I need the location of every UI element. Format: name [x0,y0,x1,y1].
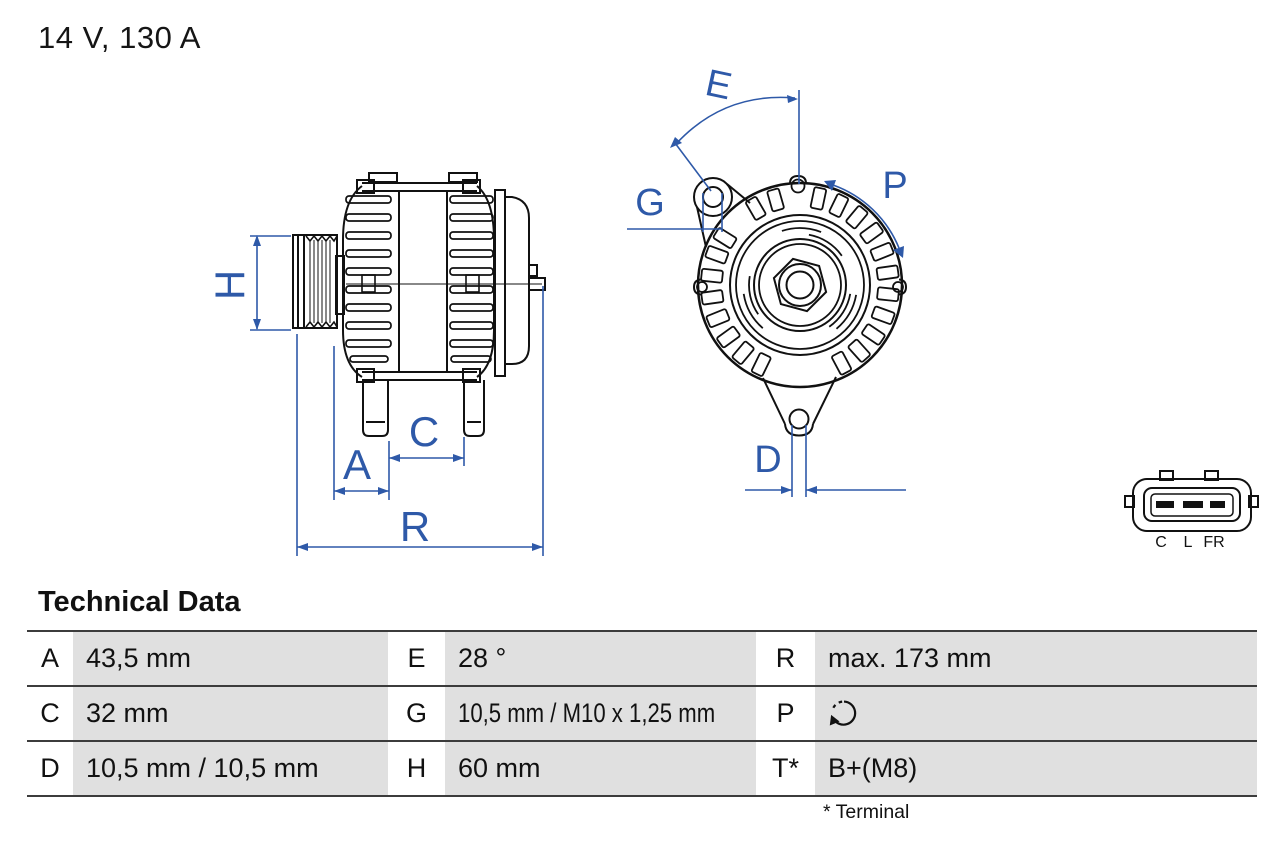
terminal-footnote: * Terminal [823,801,910,823]
dimension-label-r: R [400,503,430,550]
dim-value-cell: 43,5 mm [73,632,388,685]
dim-value-cell: 10,5 mm / 10,5 mm [73,742,388,795]
side-view-arrowheads [253,235,543,551]
dimension-label-c: C [409,408,439,455]
connector-pin-label-c: C [1155,534,1167,551]
dim-label-cell: D [27,742,73,795]
dimension-label-a: A [343,441,371,488]
dim-value-condensed: 10,5 mm / M10 x 1,25 mm [458,698,716,728]
dim-label-cell: C [27,687,73,740]
fins-left [345,195,392,363]
dimension-label-d: D [754,439,781,481]
dimension-label-h: H [207,270,254,300]
table-row: A 43,5 mm E 28 ° R max. 173 mm [27,630,1257,685]
connector-pin-label-fr: FR [1203,534,1224,551]
technical-data-heading: Technical Data [38,586,241,618]
dim-label-cell: G [388,687,445,740]
dimension-label-p: P [882,165,907,207]
dimension-label-g: G [635,182,665,224]
front-view-dimensions [627,90,906,497]
dim-label-cell: A [27,632,73,685]
dim-label-cell: H [388,742,445,795]
table-row: D 10,5 mm / 10,5 mm H 60 mm T* B+(M8) [27,740,1257,795]
vent-slots [700,186,900,377]
front-view-drawing [692,174,908,437]
connector-pin-label-l: L [1184,534,1193,551]
dim-value-cell: 32 mm [73,687,388,740]
fins-right [449,195,494,363]
dim-value-cell [815,687,1257,740]
dim-value-cell: max. 173 mm [815,632,1257,685]
dim-label-cell: P [756,687,815,740]
alternator-technical-drawing: H A C R [207,62,1259,556]
rotation-direction-icon [829,699,857,726]
side-view-drawing [292,172,546,437]
connector-pins [1156,501,1225,508]
page-title: 14 V, 130 A [38,20,201,55]
dimension-label-e: E [702,62,736,108]
dim-value-cell: 10,5 mm / M10 x 1,25 mm [445,687,756,740]
front-view-arrowheads [670,95,904,494]
dim-label-cell: T* [756,742,815,795]
connector-drawing [1124,470,1259,532]
technical-data-table: A 43,5 mm E 28 ° R max. 173 mm C 32 mm G… [27,630,1257,797]
dim-value-cell: 28 ° [445,632,756,685]
dim-label-cell: R [756,632,815,685]
dim-value-cell: 60 mm [445,742,756,795]
table-row: C 32 mm G 10,5 mm / M10 x 1,25 mm P [27,685,1257,740]
dim-label-cell: E [388,632,445,685]
dim-value-cell: B+(M8) [815,742,1257,795]
